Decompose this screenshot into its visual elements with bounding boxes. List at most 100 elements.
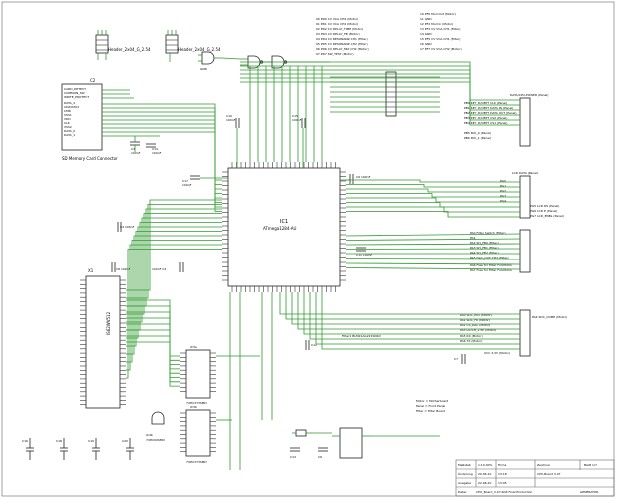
mcu-part: ATmega1284-AU bbox=[263, 226, 296, 231]
svg-text:PA6 Free for Filter Functions: PA6 Free for Filter Functions bbox=[470, 263, 512, 267]
net-list-2-line-4: 14 GND bbox=[420, 32, 432, 36]
net-list-2-line-0: 10 PF0 Mod Out (Motor) bbox=[420, 12, 456, 16]
svg-text:PB4 KEY_D/OEPT CS1 (Panel): PB4 KEY_D/OEPT CS1 (Panel) bbox=[464, 121, 507, 125]
decoupling-caps: C16 C18 C19 C20 bbox=[22, 438, 134, 460]
cap-c2: 100nF C2 bbox=[152, 262, 184, 272]
net-list-2-line-2: 12 PF2 Mod In (Motor) bbox=[420, 22, 453, 26]
svg-text:CPU-Board 3.47: CPU-Board 3.47 bbox=[537, 472, 561, 476]
svg-text:PA5 RX (Motor): PA5 RX (Motor) bbox=[460, 334, 483, 338]
sram-ref: X1 bbox=[88, 268, 94, 273]
svg-text:100nF: 100nF bbox=[182, 183, 192, 187]
svg-text:PA0 SDC_Env (Motor): PA0 SDC_Env (Motor) bbox=[460, 313, 492, 317]
net-list-1-line-5: 05 PD5 CV RESONANZ CH2 (Filter) bbox=[316, 42, 368, 46]
sd-card-ref: C2 bbox=[90, 78, 96, 83]
latch-ic3a: IC3a 74HC373SMD bbox=[180, 345, 216, 405]
pin-header-2-label: Header_2x04_G_2.54 bbox=[178, 47, 221, 52]
svg-text:Datei:: Datei: bbox=[458, 490, 467, 494]
regulator-ic2 bbox=[332, 427, 372, 459]
svg-text:74HC373SMD: 74HC373SMD bbox=[186, 460, 207, 464]
svg-text:PB2 KEY_D/OEPT DATA OUT (Panel: PB2 KEY_D/OEPT DATA OUT (Panel) bbox=[464, 111, 517, 115]
mcu-ref: IC1 bbox=[280, 219, 288, 225]
net-list-1-line-0: 00 PD0 CV VCA CH2 (Motor) bbox=[316, 17, 358, 21]
cap-c11: C11 100nF bbox=[356, 247, 372, 257]
svg-text:C18: C18 bbox=[56, 439, 62, 443]
svg-text:PA2 SH_FB0 (Filter): PA2 SH_FB0 (Filter) bbox=[470, 241, 499, 245]
svg-text:100nF: 100nF bbox=[226, 118, 236, 122]
svg-text:C12: C12 bbox=[311, 343, 317, 347]
svg-text:PB3 KEY_D/OEPT CS2 (Panel): PB3 KEY_D/OEPT CS2 (Panel) bbox=[464, 116, 507, 120]
pin-header-1: Header_2x04_G_2.54 bbox=[95, 30, 151, 60]
svg-text:74HC373SMD: 74HC373SMD bbox=[186, 401, 207, 405]
net-list-2-line-3: 13 PF3 CV VCA CH1 (Filter) bbox=[420, 27, 460, 31]
latch-ic3b: IC3b 74HC373SMD bbox=[180, 405, 216, 464]
net-list-1-line-6: 06 PD6 CV DELAY_MIX CH2 (Motor) bbox=[316, 47, 369, 51]
svg-text:Blatt 1/7: Blatt 1/7 bbox=[584, 463, 597, 467]
svg-text:74HC00SMD: 74HC00SMD bbox=[146, 438, 165, 442]
cap-c17: C17 100nF bbox=[182, 175, 228, 187]
svg-text:C20: C20 bbox=[122, 439, 128, 443]
cap-c12: C12 bbox=[305, 340, 317, 350]
sd-card-connector: C2 CARD_DETECT COMMON_SW WRITE_PROTECT D… bbox=[61, 78, 160, 161]
cap-c7: C7 bbox=[454, 354, 466, 364]
connector-lcd-data: LCD DATA (Panel) PG0 PG1 PG2 PG3 PG4 PG5… bbox=[500, 171, 564, 219]
svg-text:IC3b: IC3b bbox=[190, 405, 197, 409]
svg-text:C4 100nF: C4 100nF bbox=[120, 225, 135, 229]
svg-text:100nF: 100nF bbox=[131, 151, 141, 155]
svg-text:DATA_0: DATA_0 bbox=[64, 129, 75, 133]
svg-text:13:05: 13:05 bbox=[498, 481, 507, 485]
svg-text:VSS1: VSS1 bbox=[64, 113, 72, 117]
filter-label: Filter1 BLM21AG221SN1D bbox=[342, 334, 382, 338]
net-list-1-line-4: 04 PD4 CV RESONANZ CH1 (Filter) bbox=[316, 37, 368, 41]
svg-text:PA3 SH_FB1 (Filter): PA3 SH_FB1 (Filter) bbox=[470, 246, 499, 250]
svg-text:100nF: 100nF bbox=[152, 151, 162, 155]
net-list-2-line-5: 15 PF5 CV VCA CH1 (Filter) bbox=[420, 37, 460, 41]
svg-text:DATA_1: DATA_1 bbox=[64, 133, 75, 137]
crystal-q1 bbox=[292, 429, 312, 437]
svg-text:CLK: CLK bbox=[64, 121, 71, 125]
svg-text:C16: C16 bbox=[22, 439, 28, 443]
cap-c6: C6 bbox=[318, 447, 328, 459]
svg-text:PA0 Filter Switch (Filter): PA0 Filter Switch (Filter) bbox=[470, 231, 506, 235]
svg-text:Zeichner: Zeichner bbox=[537, 463, 551, 467]
svg-text:PB6 Poti_1 (Panel): PB6 Poti_1 (Panel) bbox=[464, 136, 491, 140]
connector-power: PA0 SDC_Env (Motor) PA1 SDC_Fb (Motor) P… bbox=[460, 309, 567, 357]
svg-text:VCC 3.3V (Motor): VCC 3.3V (Motor) bbox=[484, 351, 510, 355]
pin-header-1-label: Header_2x04_G_2.54 bbox=[108, 47, 151, 52]
gate-ic4b: IC4b 74HC00SMD bbox=[146, 411, 165, 442]
svg-text:PB5 Poti_0 (Panel): PB5 Poti_0 (Panel) bbox=[464, 131, 491, 135]
svg-text:C8 100nF: C8 100nF bbox=[116, 267, 131, 271]
svg-text:PG4: PG4 bbox=[500, 199, 506, 203]
connector-data-cpu-power: DATA/CPU-POWER (Panel) PB0 KEY_D/OEPT CL… bbox=[464, 93, 548, 147]
svg-text:PA6 TX (Motor): PA6 TX (Motor) bbox=[460, 339, 482, 343]
svg-text:Ausgabe: Ausgabe bbox=[458, 481, 471, 485]
svg-text:C10: C10 bbox=[226, 114, 232, 118]
svg-text:Maßstab: Maßstab bbox=[458, 463, 471, 467]
cap-c14: C14 100nF bbox=[146, 143, 162, 155]
svg-text:PG6 LCD E (Panel): PG6 LCD E (Panel) bbox=[530, 209, 557, 213]
cap-c15: C15 100nF bbox=[292, 114, 306, 168]
svg-text:PB0 KEY_D/OEPT CLK (Panel): PB0 KEY_D/OEPT CLK (Panel) bbox=[464, 101, 507, 105]
sram-x1: X1 IS62WV512 bbox=[80, 268, 126, 409]
svg-text:Panel = Front Panel: Panel = Front Panel bbox=[416, 404, 445, 408]
connector-filter: PA0 Filter Switch (Filter) PA1 PA2 SH_FB… bbox=[470, 229, 531, 273]
cap-c3: C3 100nF bbox=[130, 136, 141, 155]
cap-c4: C4 100nF bbox=[117, 222, 135, 232]
net-list-2-line-6: 16 GND bbox=[420, 42, 432, 46]
svg-text:13:18: 13:18 bbox=[498, 472, 507, 476]
svg-text:PG7 LCD_ENBL (Panel): PG7 LCD_ENBL (Panel) bbox=[530, 214, 564, 218]
svg-text:Firma: Firma bbox=[498, 463, 506, 467]
title-block: Maßstab 1:10,00% Firma Zeichner Blatt 1/… bbox=[455, 459, 615, 497]
svg-text:GENERATOR: GENERATOR bbox=[580, 490, 598, 494]
svg-text:PA5 DAC_OUT CH2 (Filter): PA5 DAC_OUT CH2 (Filter) bbox=[470, 256, 509, 260]
svg-text:PG3: PG3 bbox=[500, 194, 506, 198]
svg-text:100nF: 100nF bbox=[292, 118, 302, 122]
svg-text:100nF C2: 100nF C2 bbox=[152, 267, 166, 271]
svg-text:1:10,00%: 1:10,00% bbox=[478, 463, 493, 467]
svg-text:WRITE_PROTECT: WRITE_PROTECT bbox=[64, 95, 89, 99]
svg-text:C13: C13 bbox=[290, 455, 296, 459]
svg-text:C19: C19 bbox=[88, 439, 94, 443]
svg-text:C7: C7 bbox=[454, 357, 458, 361]
net-list-1-line-7: 07 PD7 SW_TEST (Motor) bbox=[316, 52, 354, 56]
svg-text:VDD: VDD bbox=[64, 117, 71, 121]
svg-text:GND: GND bbox=[200, 67, 208, 71]
